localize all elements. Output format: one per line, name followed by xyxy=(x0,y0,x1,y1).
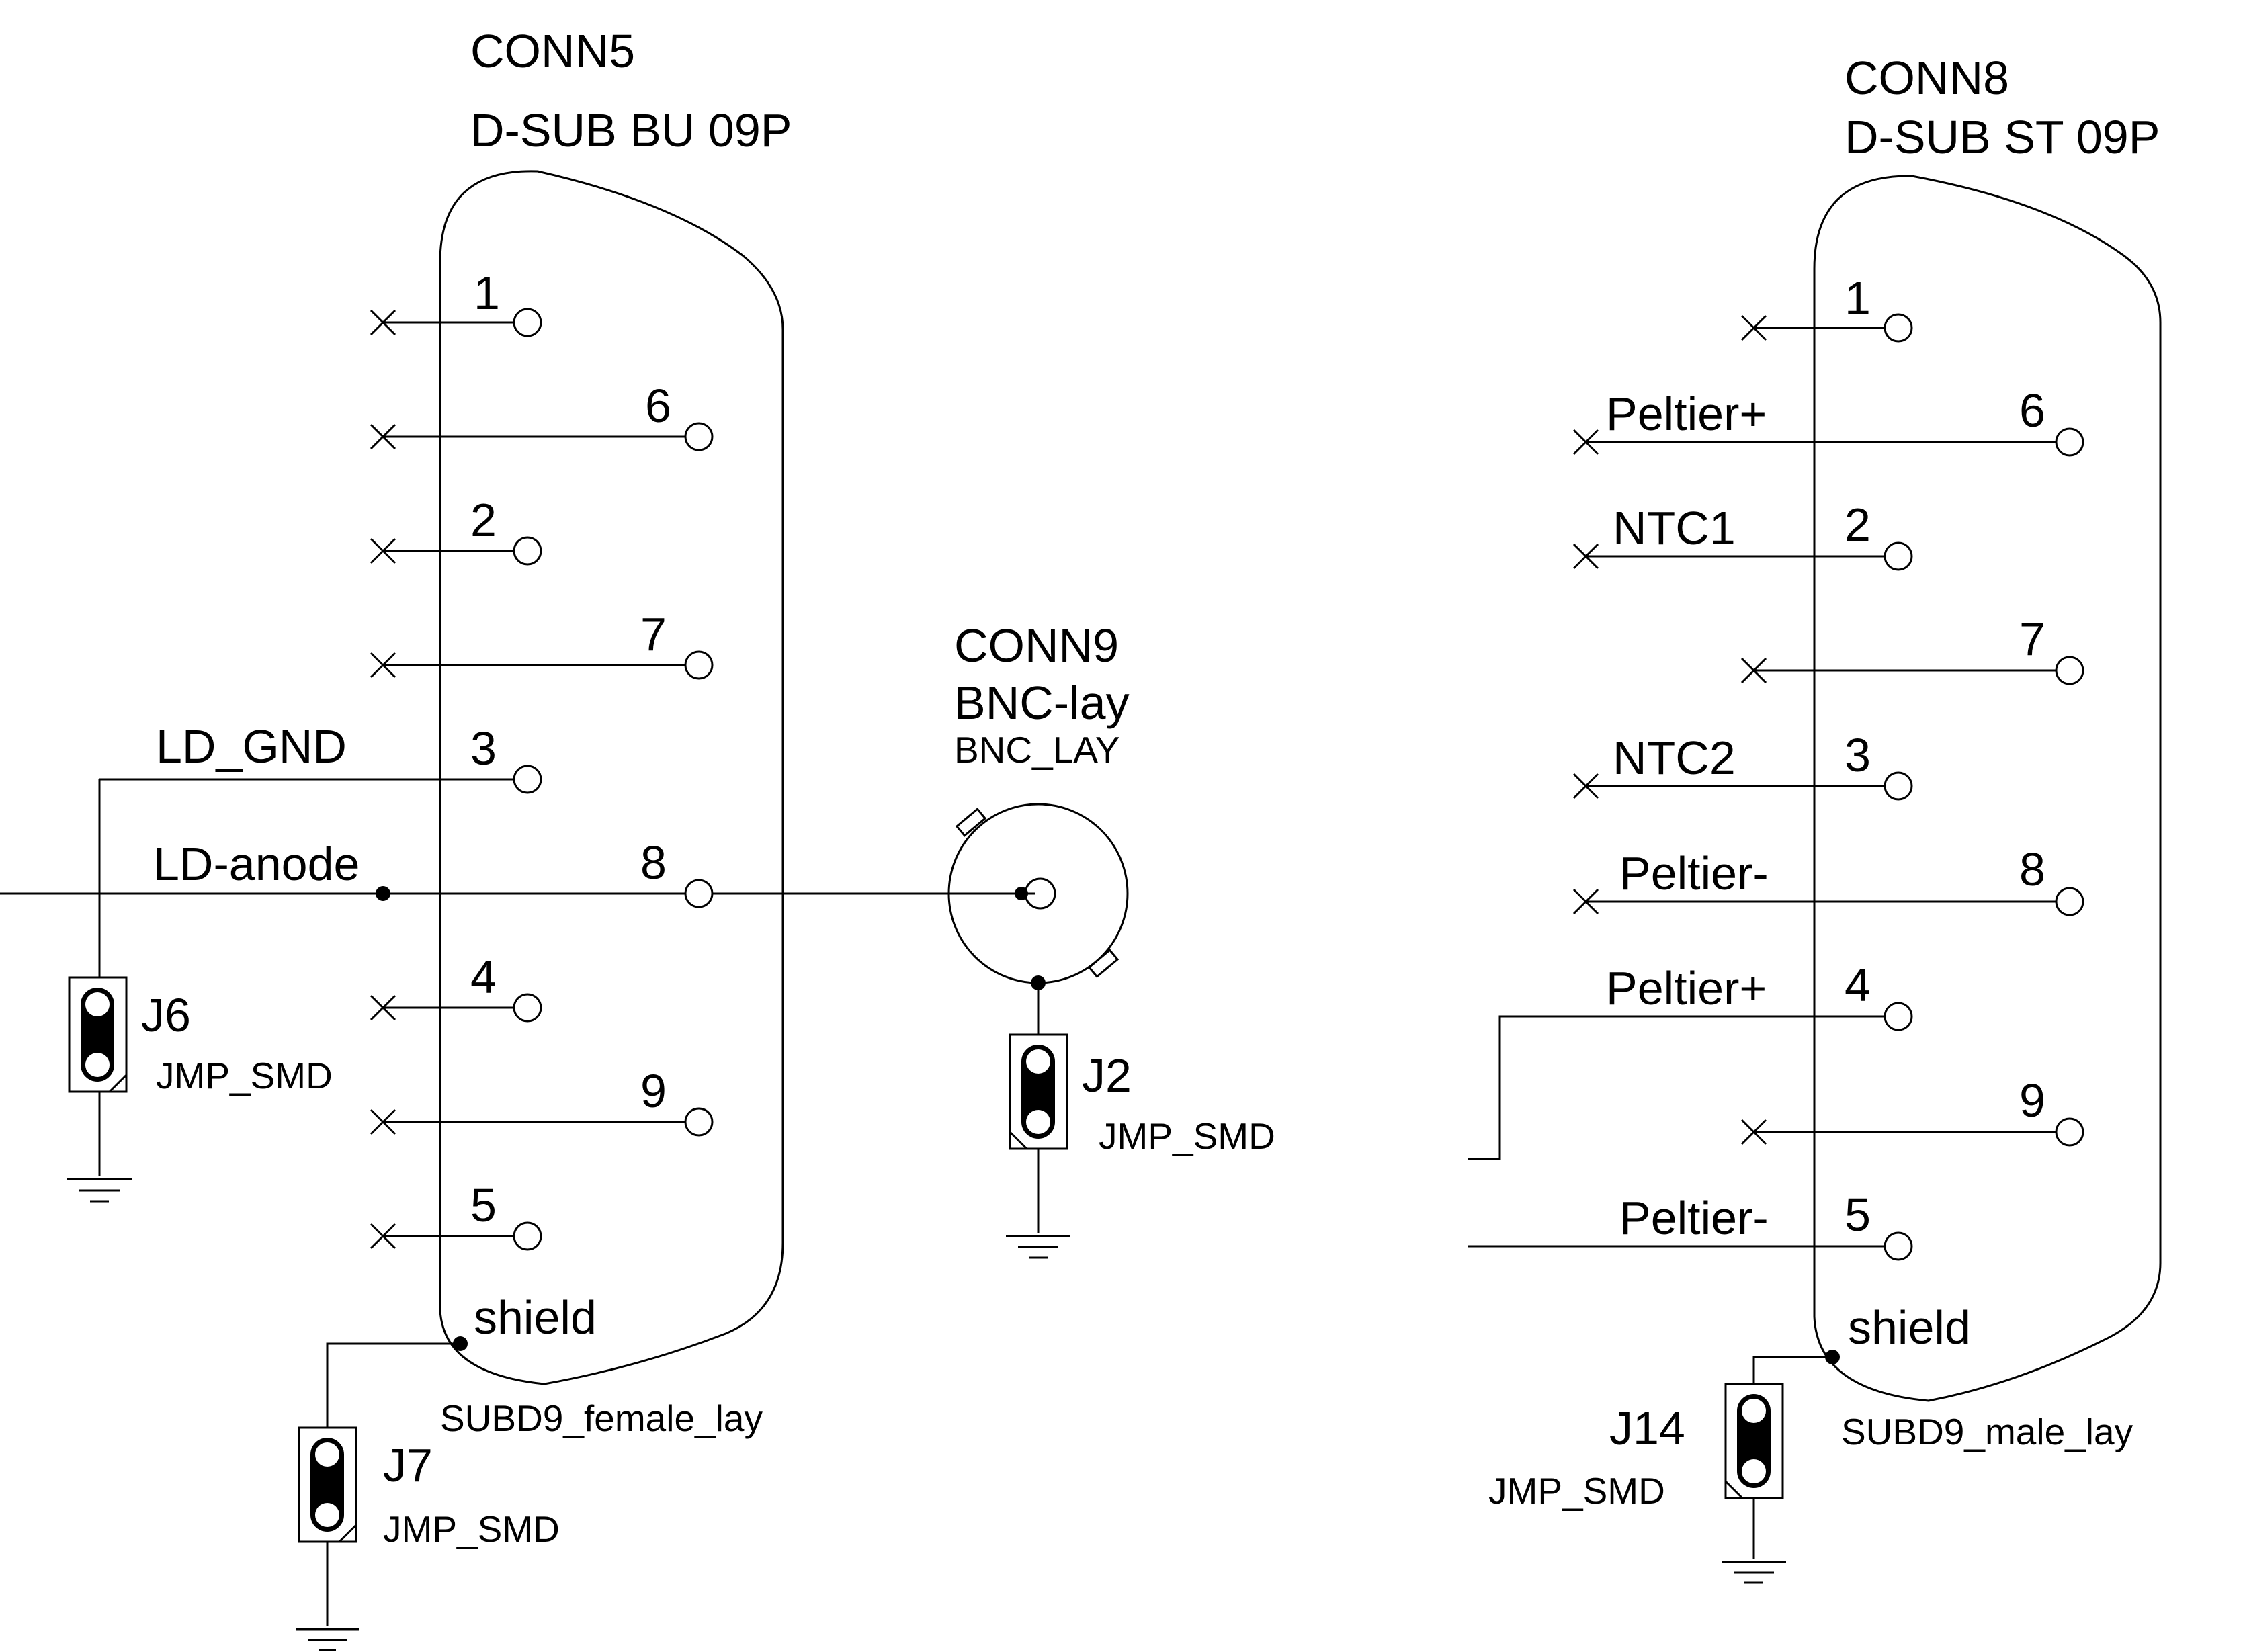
conn8-pin-7: 7 xyxy=(2019,613,2045,665)
conn5-pin-9: 9 xyxy=(640,1065,667,1117)
jumper-j7-ref: J7 xyxy=(383,1439,433,1491)
shield-wire xyxy=(326,1342,460,1428)
conn5-body xyxy=(439,170,784,1385)
net-label-peltier-plus: Peltier+ xyxy=(1606,388,1767,440)
conn8-pin-4: 4 xyxy=(1845,959,1871,1011)
conn9-bnc-connector: CONN9 BNC-lay BNC_LAY xyxy=(712,619,1130,990)
conn8-pin-wires xyxy=(1468,327,2056,1248)
jumper-j14-ref: J14 xyxy=(1609,1402,1685,1454)
conn8-pin-9: 9 xyxy=(2019,1074,2045,1127)
jumper-j2: J2 JMP_SMD xyxy=(1006,983,1275,1259)
conn9-value: BNC-lay xyxy=(954,677,1130,729)
conn5-pin-7: 7 xyxy=(640,608,667,660)
ground-symbol xyxy=(67,1178,132,1203)
net-label-ntc1: NTC1 xyxy=(1613,502,1736,554)
conn8-shield-label: shield xyxy=(1848,1301,1971,1354)
ground-symbol xyxy=(1722,1561,1786,1584)
conn8-body xyxy=(1813,175,2162,1402)
conn5-pin-4: 4 xyxy=(470,951,497,1003)
conn5-no-connect-marks xyxy=(370,309,396,1250)
jumper-j7: J7 JMP_SMD xyxy=(296,1426,560,1651)
conn5-pin-1: 1 xyxy=(474,267,500,319)
conn5-shield-label: shield xyxy=(474,1291,597,1344)
jumper-j14-value: JMP_SMD xyxy=(1488,1470,1665,1512)
conn5-connector: CONN5 D-SUB BU 09P xyxy=(0,25,792,1439)
conn5-pin-3: 3 xyxy=(470,722,497,775)
conn5-pin-5: 5 xyxy=(470,1179,497,1231)
conn5-pin-2: 2 xyxy=(470,494,497,546)
conn5-ref: CONN5 xyxy=(470,25,635,77)
conn8-ref: CONN8 xyxy=(1845,52,2009,104)
bnc-bayonet-tab xyxy=(1087,949,1119,978)
conn5-pin-numbers: 1 6 2 7 3 8 4 9 5 xyxy=(470,267,671,1231)
conn8-footprint: SUBD9_male_lay xyxy=(1841,1411,2133,1452)
net-label-peltier-minus: Peltier- xyxy=(1619,847,1769,900)
conn8-connector: CONN8 D-SUB ST 09P xyxy=(1468,52,2162,1452)
conn8-net-labels: Peltier+ NTC1 NTC2 Peltier- Peltier+ Pel… xyxy=(1606,388,1769,1244)
jumper-j7-value: JMP_SMD xyxy=(383,1508,560,1550)
net-label-ld-anode: LD-anode xyxy=(153,838,359,890)
net-label-peltier-minus: Peltier- xyxy=(1619,1192,1769,1244)
conn8-value: D-SUB ST 09P xyxy=(1845,111,2160,163)
jumper-j14: J14 JMP_SMD xyxy=(1488,1383,1786,1584)
shield-wire xyxy=(1752,1356,1832,1384)
conn5-pin-wires xyxy=(0,321,685,1237)
conn9-footprint: BNC_LAY xyxy=(954,729,1120,771)
jumper-j2-ref: J2 xyxy=(1082,1049,1132,1102)
net-label-peltier-plus: Peltier+ xyxy=(1606,962,1767,1014)
conn9-ref: CONN9 xyxy=(954,619,1119,672)
conn8-pin-numbers: 1 6 2 7 3 8 4 9 5 xyxy=(1845,272,2045,1241)
conn5-footprint: SUBD9_female_lay xyxy=(440,1397,763,1439)
conn8-pin-6: 6 xyxy=(2019,384,2045,437)
conn5-pin-8: 8 xyxy=(640,836,667,889)
jumper-j6-ref: J6 xyxy=(141,989,191,1041)
jumper-j6-value: JMP_SMD xyxy=(156,1055,333,1096)
jumper-j2-value: JMP_SMD xyxy=(1099,1115,1275,1157)
junction-dot xyxy=(376,886,390,901)
conn8-pin-8: 8 xyxy=(2019,843,2045,896)
conn8-pin-2: 2 xyxy=(1845,498,1871,551)
conn5-value: D-SUB BU 09P xyxy=(470,104,792,157)
conn8-pin-circles xyxy=(1884,313,2084,1261)
conn5-pin-circles xyxy=(513,308,714,1251)
bnc-bayonet-tab xyxy=(955,808,987,837)
conn8-pin-5: 5 xyxy=(1845,1188,1871,1241)
conn8-pin-3: 3 xyxy=(1845,729,1871,781)
ground-symbol xyxy=(296,1628,359,1651)
jumper-j6: J6 JMP_SMD xyxy=(67,779,333,1203)
conn8-pin-1: 1 xyxy=(1845,272,1871,324)
net-label-ld-gnd: LD_GND xyxy=(156,720,347,773)
ground-symbol xyxy=(1006,1235,1070,1259)
net-label-ntc2: NTC2 xyxy=(1613,732,1736,784)
conn5-pin-6: 6 xyxy=(645,380,671,432)
conn8-no-connect-marks xyxy=(1572,314,1767,1145)
